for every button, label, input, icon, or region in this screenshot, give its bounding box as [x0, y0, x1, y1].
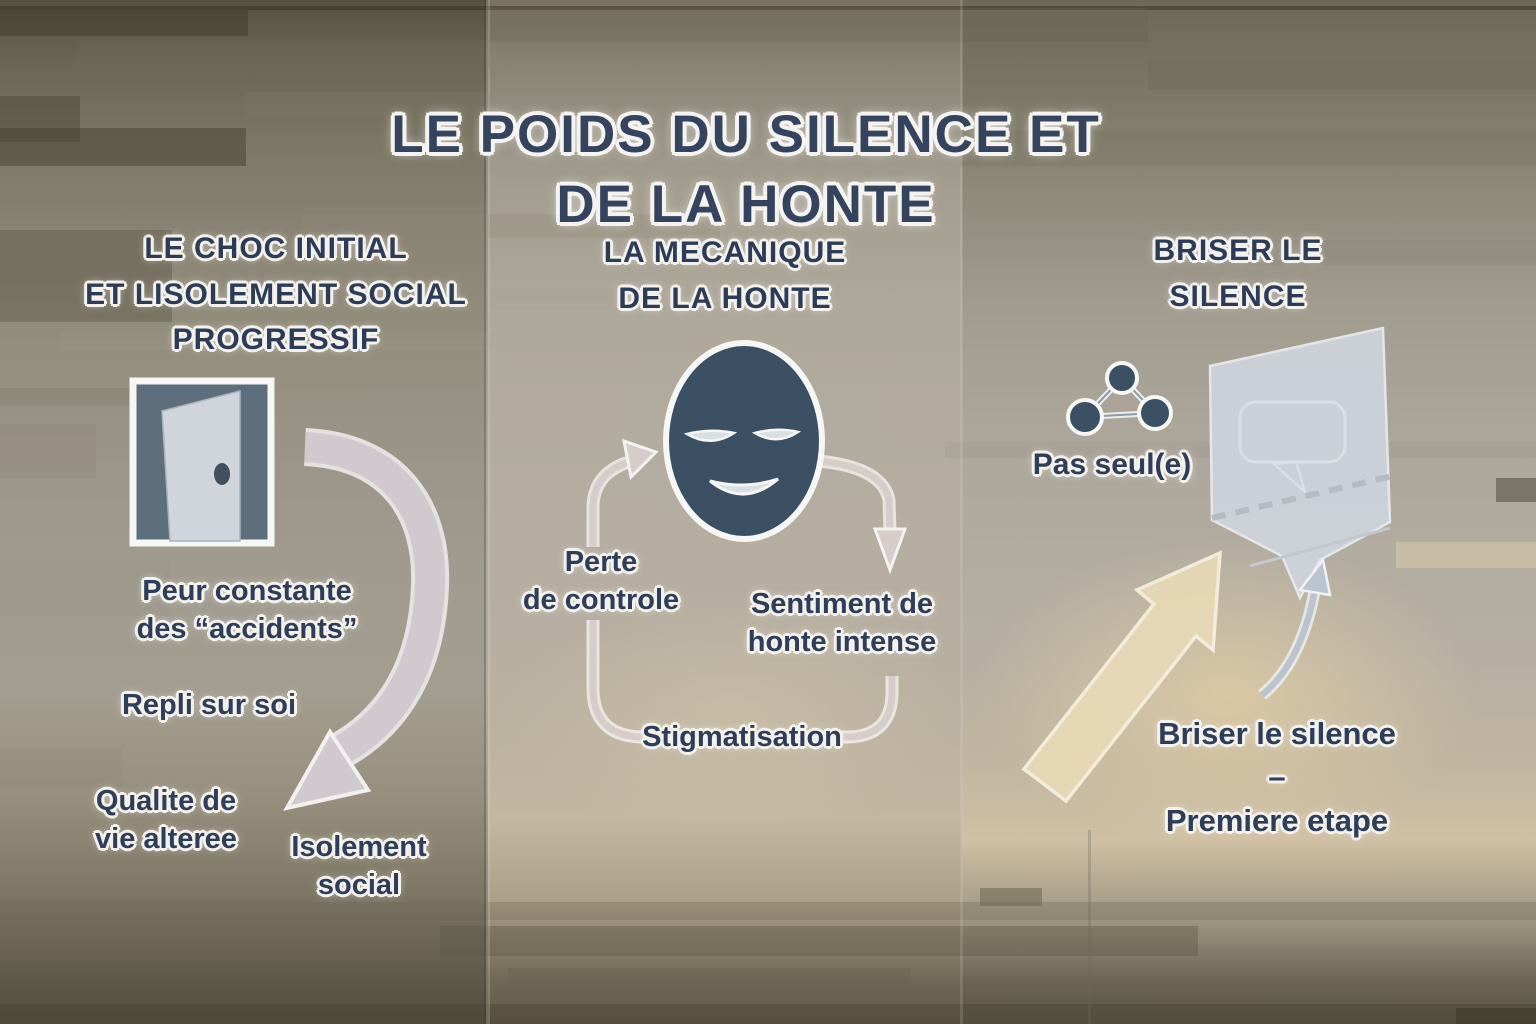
speech-bubble-panel-icon	[1208, 326, 1393, 601]
upward-diagonal-arrow	[1021, 550, 1222, 804]
label-peur-constante: Peur constante des “accidents”	[136, 575, 358, 646]
label-stigmatisation: Stigmatisation	[642, 721, 842, 753]
cycle-loop-arrows	[586, 438, 908, 744]
sad-face-icon	[663, 340, 825, 542]
column-header-briser-le-silence: BRISER LE SILENCE	[1153, 234, 1323, 313]
label-isolement-social: Isolement social	[291, 831, 427, 902]
open-door-icon	[129, 377, 275, 547]
label-briser-le-silence-etape: Briser le silence – Premiere etape	[1158, 716, 1396, 838]
label-repli-sur-soi: Repli sur soi	[121, 689, 297, 721]
label-pas-seule: Pas seul(e)	[1032, 448, 1192, 481]
label-qualite-de-vie: Qualite de vie alteree	[95, 785, 237, 856]
page-title: LE POIDS DU SILENCE ET DE LA HONTE	[391, 105, 1101, 234]
label-perte-de-controle: Perte de controle	[522, 546, 680, 617]
column-header-mecanique: LA MECANIQUE DE LA HONTE	[603, 236, 847, 315]
upward-curved-arrow	[1258, 557, 1332, 700]
column-header-choc-initial: LE CHOC INITIAL ET LISOLEMENT SOCIAL PRO…	[85, 232, 467, 357]
label-sentiment-de-honte: Sentiment de honte intense	[747, 588, 937, 659]
downward-curved-arrow	[283, 428, 450, 811]
network-nodes-icon	[1066, 361, 1173, 436]
